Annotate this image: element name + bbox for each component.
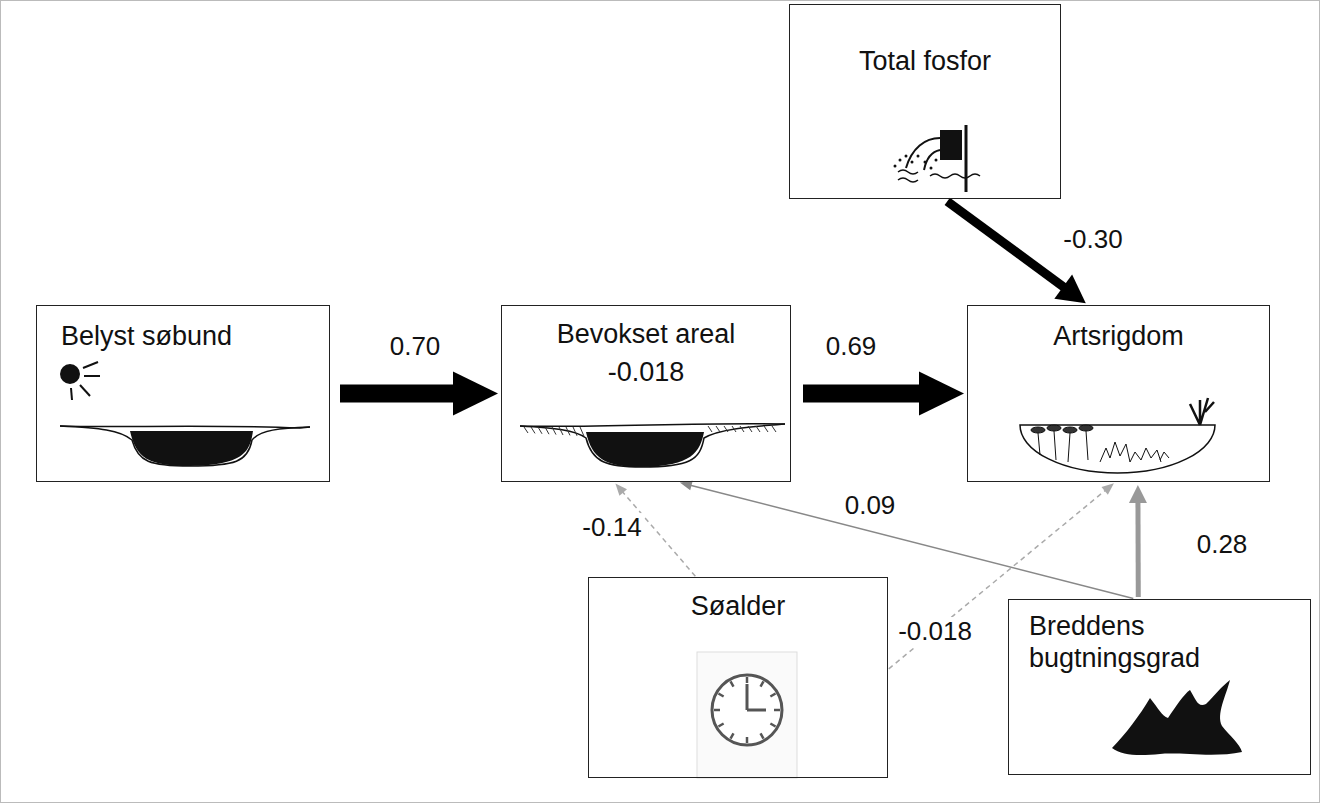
path-arrow — [1129, 485, 1147, 597]
path-coefficient: -0.30 — [1060, 225, 1125, 255]
node-label: Total fosfor — [800, 45, 1050, 77]
path-coefficient: -0.14 — [579, 513, 644, 543]
lake-profile — [60, 426, 310, 466]
node-label: Belyst søbund — [61, 320, 319, 352]
arrow-head — [453, 372, 498, 416]
variable-box: Breddens bugtningsgrad — [1008, 599, 1311, 775]
arrow-shaft — [690, 485, 1133, 598]
path-coefficient: 0.69 — [823, 332, 880, 362]
path-arrow — [803, 372, 964, 416]
arrow-head — [615, 484, 627, 496]
arrow-shaft — [803, 385, 924, 403]
node-label: Bevokset areal — [512, 318, 780, 350]
variable-box: Artsrigdom — [967, 305, 1270, 482]
path-arrow — [680, 481, 1133, 599]
sun-icon — [61, 362, 100, 400]
path-coefficient: 0.09 — [842, 491, 899, 521]
arrow-head — [1054, 275, 1085, 304]
path-coefficient: 0.28 — [1194, 530, 1251, 560]
path-coefficient: 0.70 — [387, 332, 444, 362]
arrow-shaft — [1135, 501, 1140, 597]
node-value: -0.018 — [512, 356, 780, 388]
variable-box: Søalder — [588, 577, 888, 778]
clock-icon — [697, 652, 797, 778]
arrow-head — [1101, 483, 1113, 494]
outlet-icon — [894, 125, 981, 192]
variable-box: Total fosfor — [789, 4, 1061, 199]
path-arrow — [340, 372, 498, 416]
arrow-head — [1129, 485, 1147, 503]
arrow-head — [919, 372, 964, 416]
node-label: Søalder — [599, 590, 877, 622]
path-coefficient: -0.018 — [895, 617, 975, 647]
node-label: Artsrigdom — [978, 320, 1259, 352]
arrow-shaft — [340, 385, 458, 403]
plant-community — [1020, 398, 1215, 473]
arrow-shaft — [889, 490, 1106, 669]
shoreline-shape — [1112, 680, 1242, 755]
variable-box: Bevokset areal -0.018 — [501, 305, 791, 482]
variable-box: Belyst søbund — [36, 305, 330, 482]
vegetated-lake — [520, 424, 785, 467]
arrow-shaft — [947, 201, 1065, 288]
arrow-head — [680, 481, 693, 491]
node-label: Breddens bugtningsgrad — [1029, 610, 1229, 675]
